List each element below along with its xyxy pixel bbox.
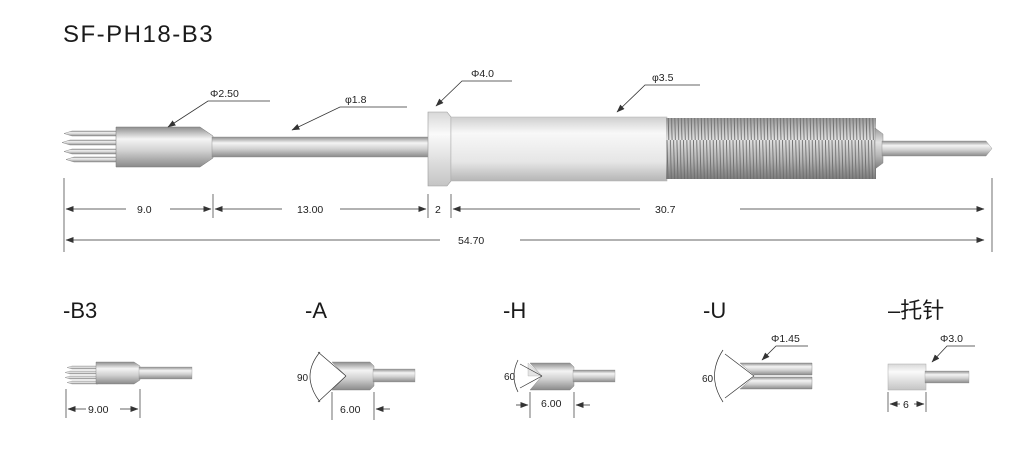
spring-end [874, 127, 884, 170]
variant-support-pin-length: 6 [903, 399, 909, 411]
variant-support-pin-tip [887, 363, 970, 391]
variant-b3-tip [64, 361, 193, 385]
variant-h-label: -H [503, 298, 526, 323]
variant-h: -H 60 6.00 [503, 298, 616, 418]
part-number-title: SF-PH18-B3 [63, 21, 214, 48]
shaft-length-label: 13.00 [297, 204, 323, 216]
diameter-callouts: Φ2.50 φ1.8 Φ4.0 φ3.5 [167, 68, 700, 131]
variant-u: -U 60 Φ1.45 [702, 298, 813, 403]
variant-support-pin-label: –托针 [888, 298, 944, 323]
variant-a: -A 90 6.00 [297, 298, 416, 420]
barrel-diameter-label: φ3.5 [652, 72, 674, 84]
variant-b3: -B3 9.00 [63, 298, 193, 418]
spring [666, 118, 876, 179]
variant-u-diameter: Φ1.45 [771, 333, 800, 345]
variant-a-angle: 90 [297, 373, 309, 384]
barrel-length-label: 30.7 [655, 204, 676, 216]
variant-a-label: -A [305, 298, 327, 323]
variant-u-tip [739, 362, 813, 390]
variant-h-length: 6.00 [541, 398, 562, 410]
variant-b3-length: 9.00 [88, 404, 109, 416]
variant-h-tip [527, 362, 616, 391]
tip-body [115, 126, 214, 168]
tip-diameter-label: Φ2.50 [210, 88, 239, 100]
length-dimensions: 9.0 13.00 2 30.7 54.70 [63, 178, 993, 252]
tail-pin [881, 140, 993, 157]
variant-support-pin-diameter: Φ3.0 [940, 333, 963, 345]
variant-u-label: -U [703, 298, 726, 323]
variant-a-tip [331, 361, 416, 391]
plunger-shaft [211, 136, 431, 158]
shaft-diameter-label: φ1.8 [345, 94, 367, 106]
barrel [450, 116, 668, 182]
variant-b3-label: -B3 [63, 298, 97, 323]
collar [427, 111, 452, 187]
collar-diameter-label: Φ4.0 [471, 68, 494, 80]
tip-length-label: 9.0 [137, 204, 152, 216]
variant-support-pin: –托针 Φ3.0 6 [887, 298, 975, 412]
total-length-label: 54.70 [458, 235, 484, 247]
variant-a-length: 6.00 [340, 404, 361, 416]
crown-tip-prongs [61, 130, 119, 163]
variant-u-angle: 60 [702, 374, 714, 385]
main-probe [61, 111, 993, 187]
collar-length-label: 2 [435, 204, 441, 216]
variant-h-angle: 60 [504, 372, 516, 383]
